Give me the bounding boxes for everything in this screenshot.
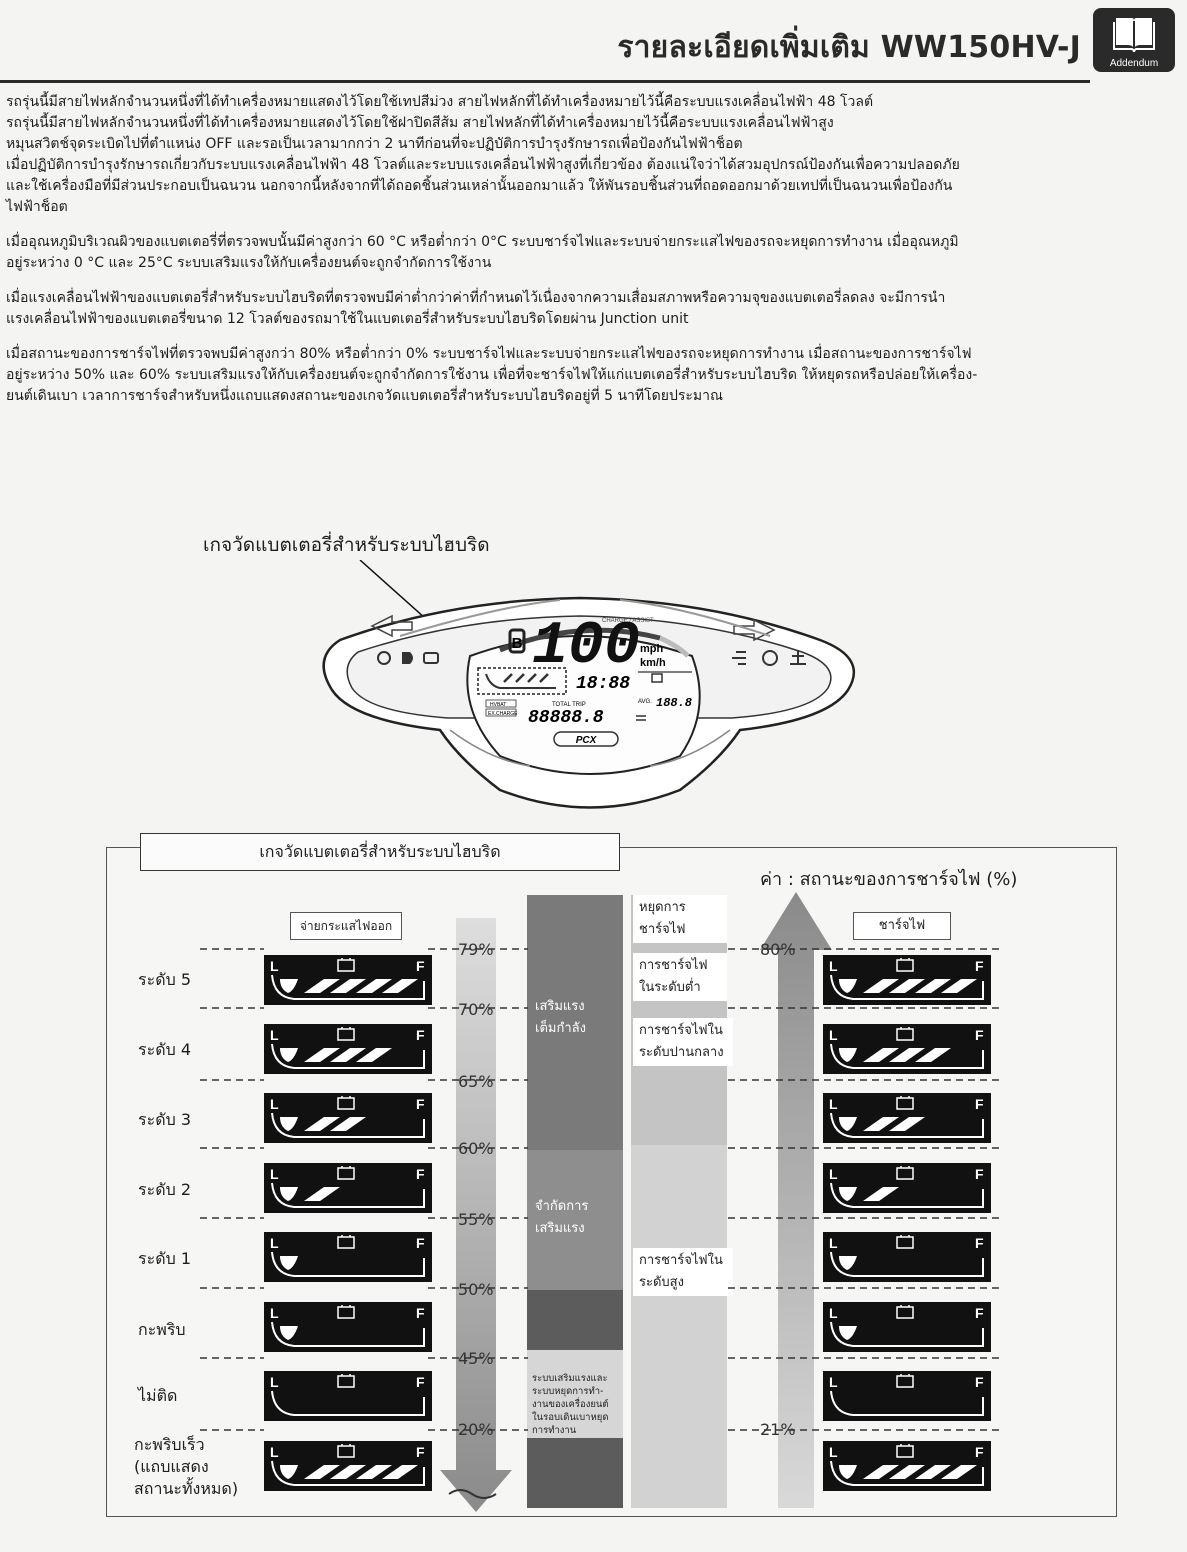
gauge-caption: เกจวัดแบตเตอรี่สำหรับระบบไฮบริด bbox=[203, 534, 490, 556]
discharge-pct-50: 50% bbox=[458, 1280, 494, 1299]
text-line: หมุนสวิตช์จุดระเบิดไปที่ตำแหน่ง OFF และร… bbox=[6, 136, 743, 152]
text-line: ยนต์เดินเบา เวลาการชาร์จสำหรับหนึ่งแถบแส… bbox=[6, 388, 723, 404]
charging-stop-text: หยุดการ ชาร์จไฟ bbox=[633, 895, 727, 943]
odometer-readout: 88888.8 bbox=[528, 708, 604, 728]
charging-high-line: การชาร์จไฟใน bbox=[639, 1253, 723, 1268]
body-text: รถรุ่นนี้มีสายไฟหลักจำนวนหนึ่งที่ได้ทำเค… bbox=[6, 92, 1176, 407]
assist-limited-lower-band bbox=[527, 1290, 623, 1350]
avg-label: AVG. bbox=[638, 699, 652, 705]
text-line: รถรุ่นนี้มีสายไฟหลักจำนวนหนึ่งที่ได้ทำเค… bbox=[6, 94, 874, 110]
fast-flash-line: กะพริบเร็ว bbox=[134, 1435, 205, 1454]
discharge-label: จ่ายกระแสไฟออก bbox=[290, 912, 402, 940]
brand-logo: PCX bbox=[576, 735, 598, 746]
discharge-pct-65: 65% bbox=[458, 1072, 494, 1091]
charge-pct-80: 80% bbox=[760, 940, 796, 959]
text-line: และใช้เครื่องมือที่มีส่วนประกอบเป็นฉนวน … bbox=[6, 178, 953, 194]
level-label-5: ระดับ 5 bbox=[138, 970, 191, 989]
fast-flash-line: (แถบแสดง bbox=[134, 1457, 209, 1476]
text-line: เมื่ออุณหภูมิบริเวณผิวของแบตเตอรี่ที่ตรว… bbox=[6, 234, 959, 250]
assist-limited-line: จำกัดการ bbox=[535, 1199, 589, 1214]
text-line: อยู่ระหว่าง 0 °C และ 25°C ระบบเสริมแรงให… bbox=[6, 255, 492, 271]
discharge-pct-20: 20% bbox=[458, 1420, 494, 1439]
paragraph-voltage: เมื่อแรงเคลื่อนไฟฟ้าของแบตเตอรี่สำหรับระ… bbox=[6, 288, 1176, 330]
level-label-1: ระดับ 1 bbox=[138, 1249, 191, 1268]
level-label-fast-flash: กะพริบเร็ว (แถบแสดง สถานะทั้งหมด) bbox=[134, 1434, 238, 1500]
chart-title: เกจวัดแบตเตอรี่สำหรับระบบไฮบริด bbox=[140, 833, 620, 871]
gear-letter: B bbox=[512, 635, 523, 652]
clock-readout: 18:88 bbox=[576, 674, 630, 694]
discharge-pct-70: 70% bbox=[458, 1000, 494, 1019]
charging-stop-line: ชาร์จไฟ bbox=[639, 922, 686, 937]
assist-stop-line: การทำงาน bbox=[532, 1425, 577, 1436]
assist-stop-band bbox=[527, 1350, 623, 1438]
charging-lower-band bbox=[631, 1145, 727, 1508]
charging-mid-text: การชาร์จไฟใน ระดับปานกลาง bbox=[633, 1018, 733, 1066]
level-label-3: ระดับ 3 bbox=[138, 1110, 191, 1129]
assist-bottom-band bbox=[527, 1438, 623, 1508]
level-label-4: ระดับ 4 bbox=[138, 1040, 191, 1059]
text-line: เมื่อแรงเคลื่อนไฟฟ้าของแบตเตอรี่สำหรับระ… bbox=[6, 290, 946, 306]
hybrid-battery-gauge bbox=[477, 667, 567, 695]
assist-label: CHARGE / ASSIST bbox=[602, 618, 654, 624]
instrument-panel-illustration: B 100 mph km/h CHARGE / ASSIST 18:88 TOT… bbox=[322, 560, 856, 809]
assist-stop-line: งานของเครื่องยนต์ bbox=[532, 1399, 609, 1410]
ex-charge-label: EX.CHARGE bbox=[488, 711, 518, 717]
charge-pct-21: 21% bbox=[760, 1420, 796, 1439]
discharge-pct-60: 60% bbox=[458, 1139, 494, 1158]
assist-full-line: เสริมแรง bbox=[535, 999, 585, 1014]
fast-flash-line: สถานะทั้งหมด) bbox=[134, 1479, 239, 1498]
total-trip-label: TOTAL TRIP bbox=[552, 702, 586, 708]
level-label-2: ระดับ 2 bbox=[138, 1180, 191, 1199]
charging-low-line: ในระดับต่ำ bbox=[639, 980, 701, 995]
charging-mid-line: การชาร์จไฟใน bbox=[639, 1023, 723, 1038]
assist-limited-band bbox=[527, 1150, 623, 1290]
paragraph-state-of-charge: เมื่อสถานะของการชาร์จไฟที่ตรวจพบมีค่าสูง… bbox=[6, 344, 1176, 407]
assist-stop-text: ระบบเสริมแรงและ ระบบหยุดการทำ- งานของเคร… bbox=[532, 1372, 609, 1437]
discharge-pct-45: 45% bbox=[458, 1349, 494, 1368]
charging-mid-line: ระดับปานกลาง bbox=[639, 1045, 724, 1060]
charging-stop-line: หยุดการ bbox=[639, 900, 686, 915]
page-title: รายละเอียดเพิ่มเติม WW150HV-J bbox=[617, 30, 1081, 65]
hvbat-label: HVBAT bbox=[490, 702, 506, 708]
book-icon bbox=[1113, 18, 1155, 52]
assist-stop-line: ในรอบเดินเบาหยุด bbox=[532, 1412, 609, 1423]
assist-limited-line: เสริมแรง bbox=[535, 1221, 585, 1236]
assist-full-text: เสริมแรง เต็มกำลัง bbox=[535, 996, 586, 1040]
chart-unit-label: ค่า : สถานะของการชาร์จไฟ (%) bbox=[760, 869, 1018, 890]
speed-unit-mph: mph bbox=[640, 643, 664, 655]
addendum-label: Addendum bbox=[1109, 58, 1159, 69]
assist-stop-line: ระบบหยุดการทำ- bbox=[532, 1386, 604, 1397]
paragraph-wiring: รถรุ่นนี้มีสายไฟหลักจำนวนหนึ่งที่ได้ทำเค… bbox=[6, 92, 1176, 218]
assist-stop-line: ระบบเสริมแรงและ bbox=[532, 1373, 608, 1384]
assist-limited-text: จำกัดการ เสริมแรง bbox=[535, 1196, 588, 1240]
discharge-pct-79: 79% bbox=[458, 940, 494, 959]
charging-low-line: การชาร์จไฟ bbox=[639, 958, 708, 973]
level-label-flash: กะพริบ bbox=[138, 1320, 186, 1339]
text-line: เมื่อสถานะของการชาร์จไฟที่ตรวจพบมีค่าสูง… bbox=[6, 346, 972, 362]
header-rule bbox=[0, 80, 1090, 83]
paragraph-temperature: เมื่ออุณหภูมิบริเวณผิวของแบตเตอรี่ที่ตรว… bbox=[6, 232, 1176, 274]
text-line: อยู่ระหว่าง 50% และ 60% ระบบเสริมแรงให้ก… bbox=[6, 367, 978, 383]
avg-readout: 188.8 bbox=[656, 696, 692, 710]
charging-high-line: ระดับสูง bbox=[639, 1275, 684, 1290]
charge-label: ชาร์จไฟ bbox=[853, 912, 951, 940]
text-line: เมื่อปฏิบัติการบำรุงรักษารถเกี่ยวกับระบบ… bbox=[6, 157, 960, 173]
text-line: ไฟฟ้าช็อต bbox=[6, 199, 68, 215]
charging-low-text: การชาร์จไฟ ในระดับต่ำ bbox=[633, 953, 727, 1001]
text-line: แรงเคลื่อนไฟฟ้าของแบตเตอรี่ขนาด 12 โวลต์… bbox=[6, 311, 689, 327]
assist-full-line: เต็มกำลัง bbox=[535, 1021, 586, 1036]
discharge-pct-55: 55% bbox=[458, 1210, 494, 1229]
level-label-off: ไม่ติด bbox=[138, 1386, 178, 1405]
charging-high-text: การชาร์จไฟใน ระดับสูง bbox=[633, 1248, 733, 1296]
addendum-badge: Addendum bbox=[1093, 8, 1175, 72]
speed-unit-kmh: km/h bbox=[640, 657, 666, 669]
text-line: รถรุ่นนี้มีสายไฟหลักจำนวนหนึ่งที่ได้ทำเค… bbox=[6, 115, 834, 131]
speed-readout: 100 bbox=[532, 613, 640, 681]
